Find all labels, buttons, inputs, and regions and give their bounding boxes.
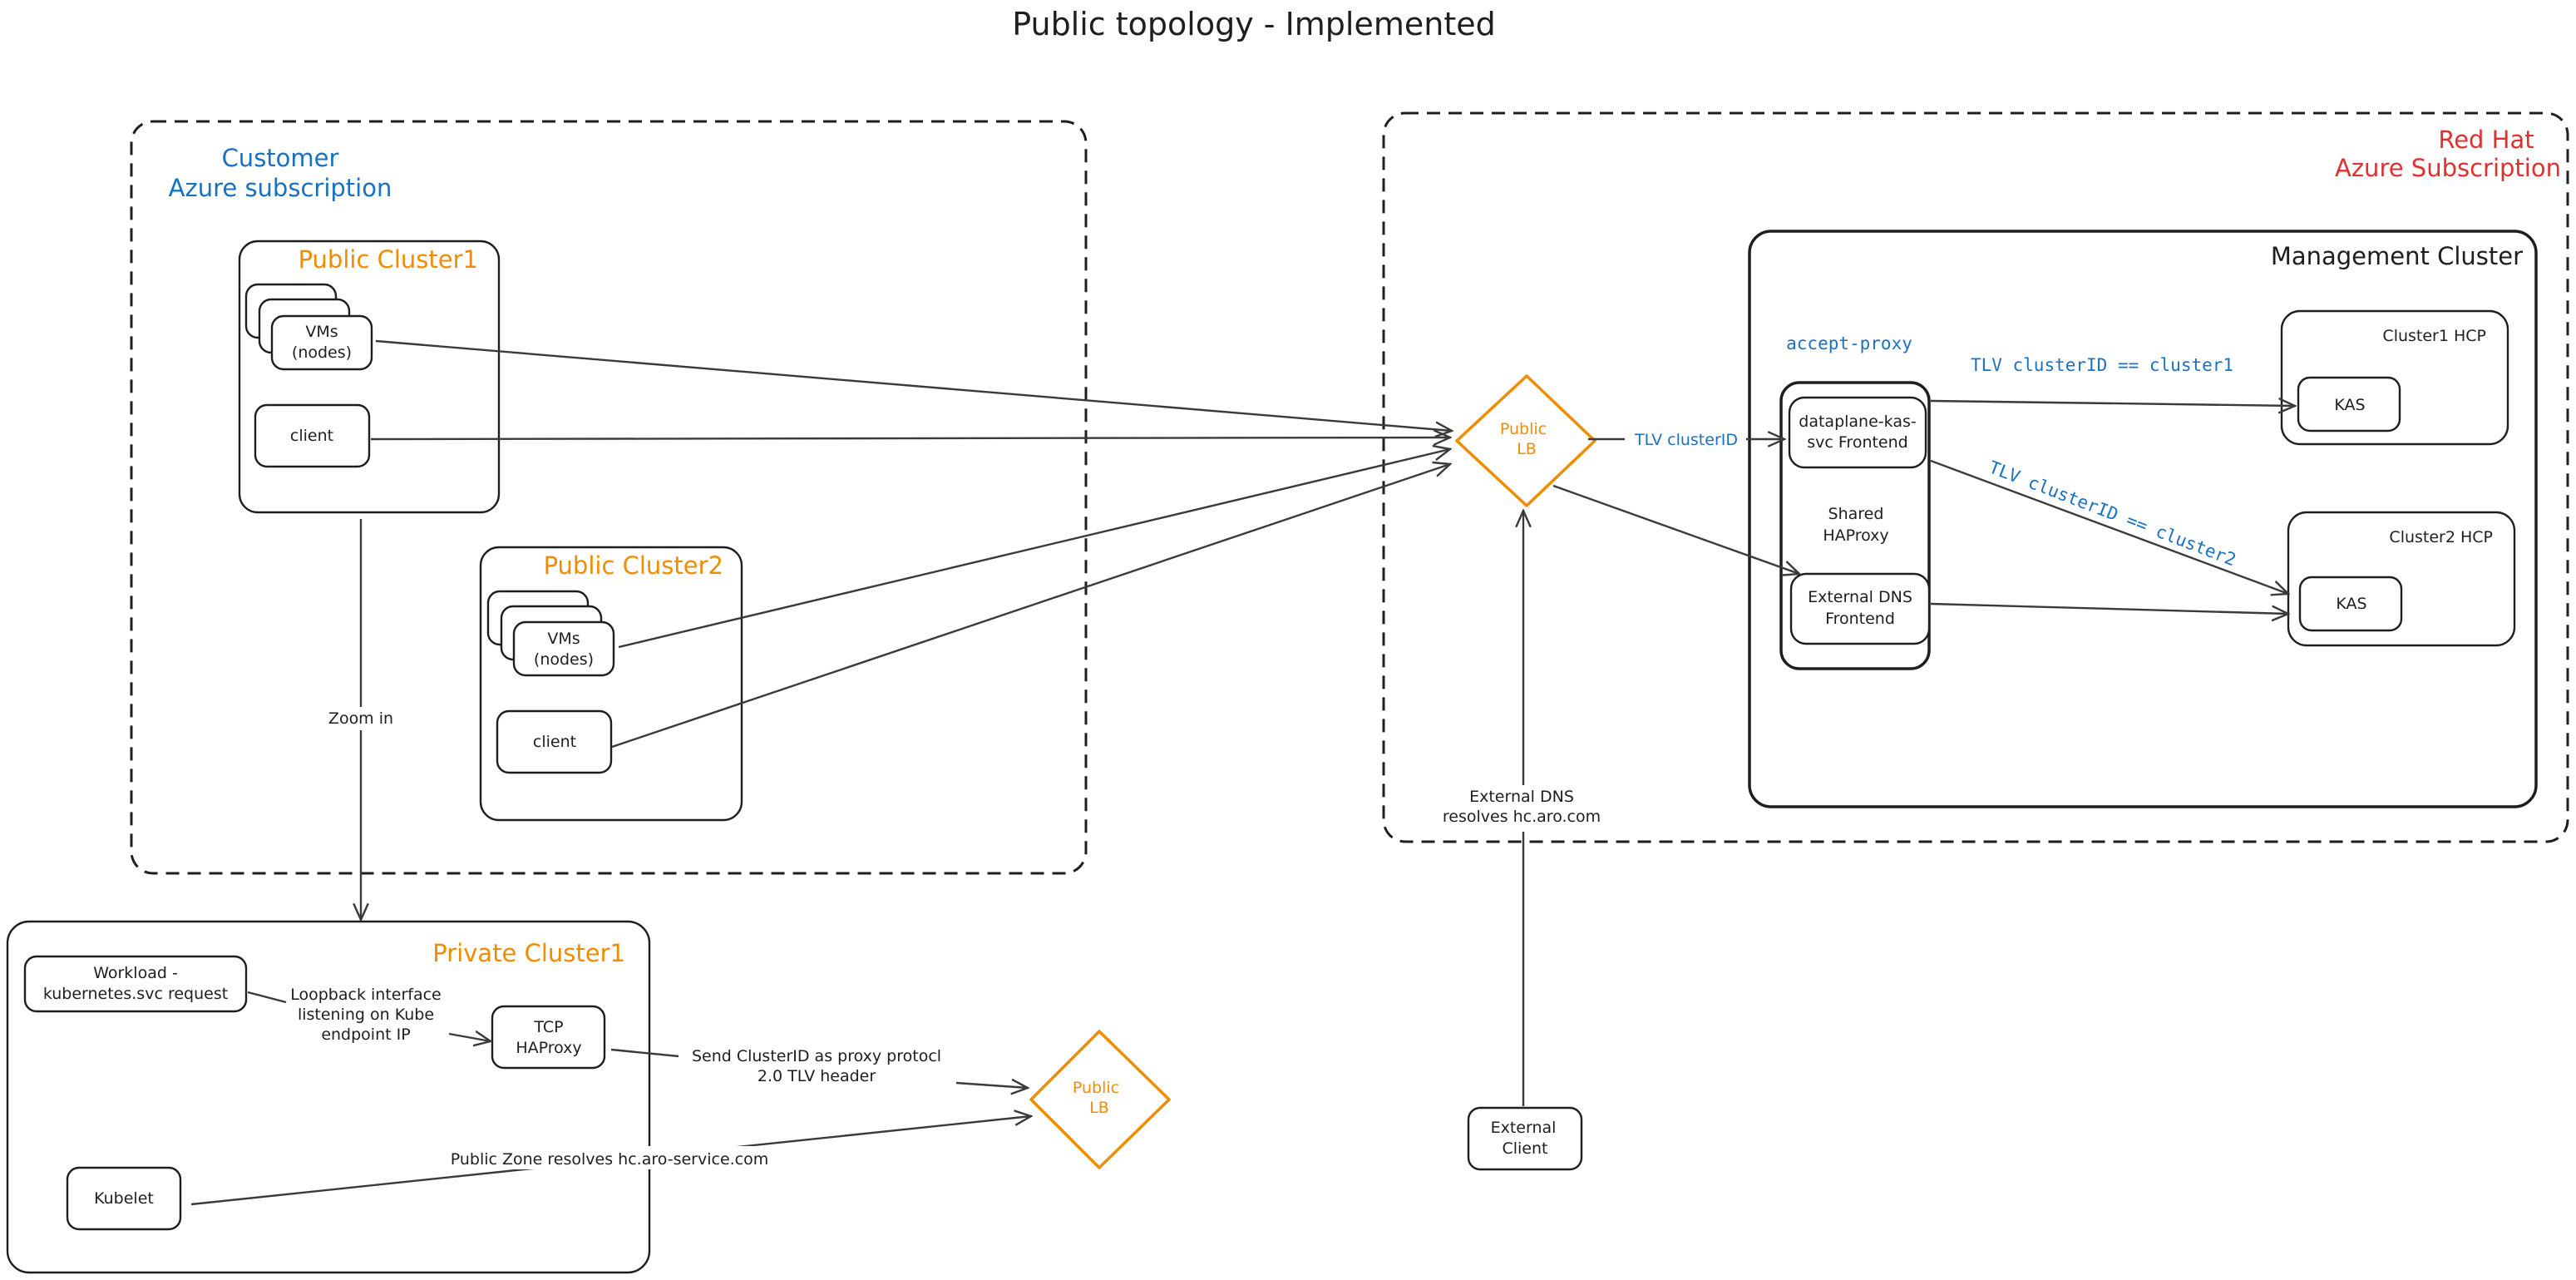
customer-subscription-region [130, 120, 1088, 875]
nodes-label: (nodes) [534, 650, 594, 669]
kas2-node[interactable]: KAS [2298, 576, 2403, 632]
management-cluster-label: Management Cluster [2271, 242, 2523, 270]
customer-label-line2: Azure subscription [169, 174, 392, 202]
lb-top-line2: LB [1517, 440, 1537, 458]
dataplane-label-line1: dataplane-kas- [1799, 413, 1916, 431]
vms-label: VMs [305, 323, 338, 341]
client-label: client [290, 427, 333, 445]
send-clusterid-arrow [610, 1048, 1028, 1088]
kubelet-node[interactable]: Kubelet [66, 1166, 182, 1231]
tlv-cluster1-label: TLV clusterID == cluster1 [1971, 355, 2233, 375]
public-zone-label-bg [449, 1146, 773, 1169]
lb-to-extdns-arrow [1552, 484, 1799, 574]
send-label-line1: Send ClusterID as proxy protocl [692, 1047, 941, 1065]
workload-label-line1: Workload - [93, 964, 178, 982]
external-client-line2: Client [1502, 1139, 1547, 1158]
cluster1-hcp-label: Cluster1 HCP [2382, 327, 2486, 345]
dataplane-label-line2: svc Frontend [1807, 433, 1907, 452]
public-cluster2-client-node[interactable]: client [496, 709, 613, 774]
cluster1-vms-to-lb-arrow [375, 339, 1452, 431]
tcp-label: TCP [533, 1018, 563, 1036]
loopback-label-line3: endpoint IP [321, 1025, 410, 1044]
external-client-node[interactable]: External Client [1467, 1106, 1583, 1171]
workload-label-line2: kubernetes.svc request [43, 985, 228, 1003]
public-cluster1-label: Public Cluster1 [299, 245, 478, 274]
shared-label-line1: Shared [1828, 505, 1884, 523]
public-cluster1-box [238, 240, 501, 514]
tlv-clusterid-label: TLV clusterID [1634, 431, 1738, 449]
diagram-title: Public topology - Implemented [1012, 6, 1496, 42]
lb-bottom-line2: LB [1089, 1099, 1109, 1117]
send-label-line2: 2.0 TLV header [758, 1067, 876, 1085]
kubelet-label: Kubelet [94, 1189, 154, 1208]
redhat-label-line1: Red Hat [2438, 126, 2534, 154]
extdns-label-line1: External DNS [1808, 588, 1912, 606]
public-zone-label: Public Zone resolves hc.aro-service.com [451, 1150, 769, 1169]
private-cluster1-label: Private Cluster1 [432, 939, 625, 967]
dataplane-to-kas2-arrow [1930, 459, 2288, 594]
dataplane-kas-svc-frontend[interactable]: dataplane-kas- svc Frontend [1788, 396, 1927, 469]
extdns-to-kas2-arrow [1930, 602, 2288, 614]
public-cluster2-vms-node[interactable]: VMs (nodes) [512, 620, 615, 677]
client-label: client [533, 733, 576, 751]
external-dns-label-bg [1439, 785, 1610, 832]
vms-label: VMs [547, 630, 580, 648]
external-dns-frontend[interactable]: External DNS Frontend [1789, 572, 1931, 645]
redhat-label-line2: Azure Subscription [2335, 154, 2561, 182]
public-cluster2-box [479, 546, 743, 822]
public-cluster1-vms-node[interactable]: VMs (nodes) [270, 314, 373, 371]
shared-label-line2: HAProxy [1823, 526, 1888, 545]
external-client-line1: External [1491, 1119, 1557, 1137]
private-cluster1: Private Cluster1 Workload - kubernetes.s… [6, 920, 651, 1274]
kas2-label: KAS [2336, 595, 2366, 613]
external-dns-label-line1: External DNS [1469, 788, 1574, 806]
public-cluster1: Public Cluster1 VMs (nodes) client [238, 240, 501, 514]
kas1-node[interactable]: KAS [2297, 376, 2401, 432]
zoom-in-label-bg [326, 707, 396, 730]
cluster2-client-to-lb-arrow [611, 464, 1450, 749]
lb-top-line1: Public [1500, 420, 1547, 438]
customer-label-line1: Customer [222, 144, 339, 172]
extdns-label-line2: Frontend [1825, 610, 1895, 628]
public-lb-top[interactable]: Public LB [1455, 374, 1596, 507]
public-cluster2: Public Cluster2 VMs (nodes) client [479, 546, 743, 822]
cluster1-client-to-lb-arrow [370, 437, 1450, 439]
cluster2-vms-to-lb-arrow [618, 449, 1450, 649]
external-dns-label-line2: resolves hc.aro.com [1443, 808, 1601, 826]
nodes-label: (nodes) [292, 343, 352, 362]
public-cluster1-client-node[interactable]: client [254, 403, 371, 468]
kas1-label: KAS [2334, 396, 2365, 414]
zoom-in-label: Zoom in [328, 709, 393, 728]
accept-proxy-label: accept-proxy [1786, 334, 1912, 353]
loopback-arrow [247, 991, 491, 1041]
public-lb-bottom[interactable]: Public LB [1029, 1030, 1171, 1169]
dataplane-to-kas1-arrow [1930, 401, 2295, 406]
cluster2-hcp-label: Cluster2 HCP [2389, 528, 2493, 546]
loopback-label-line1: Loopback interface [290, 986, 442, 1004]
tcp-haproxy-node[interactable]: TCP HAProxy [491, 1005, 606, 1070]
workload-node[interactable]: Workload - kubernetes.svc request [23, 955, 248, 1013]
loopback-label-line2: listening on Kube [298, 1006, 434, 1024]
redhat-subscription-region [1382, 111, 2569, 843]
lb-bottom-line1: Public [1073, 1079, 1119, 1097]
public-cluster2-label: Public Cluster2 [544, 551, 723, 580]
haproxy-label: HAProxy [516, 1039, 581, 1057]
